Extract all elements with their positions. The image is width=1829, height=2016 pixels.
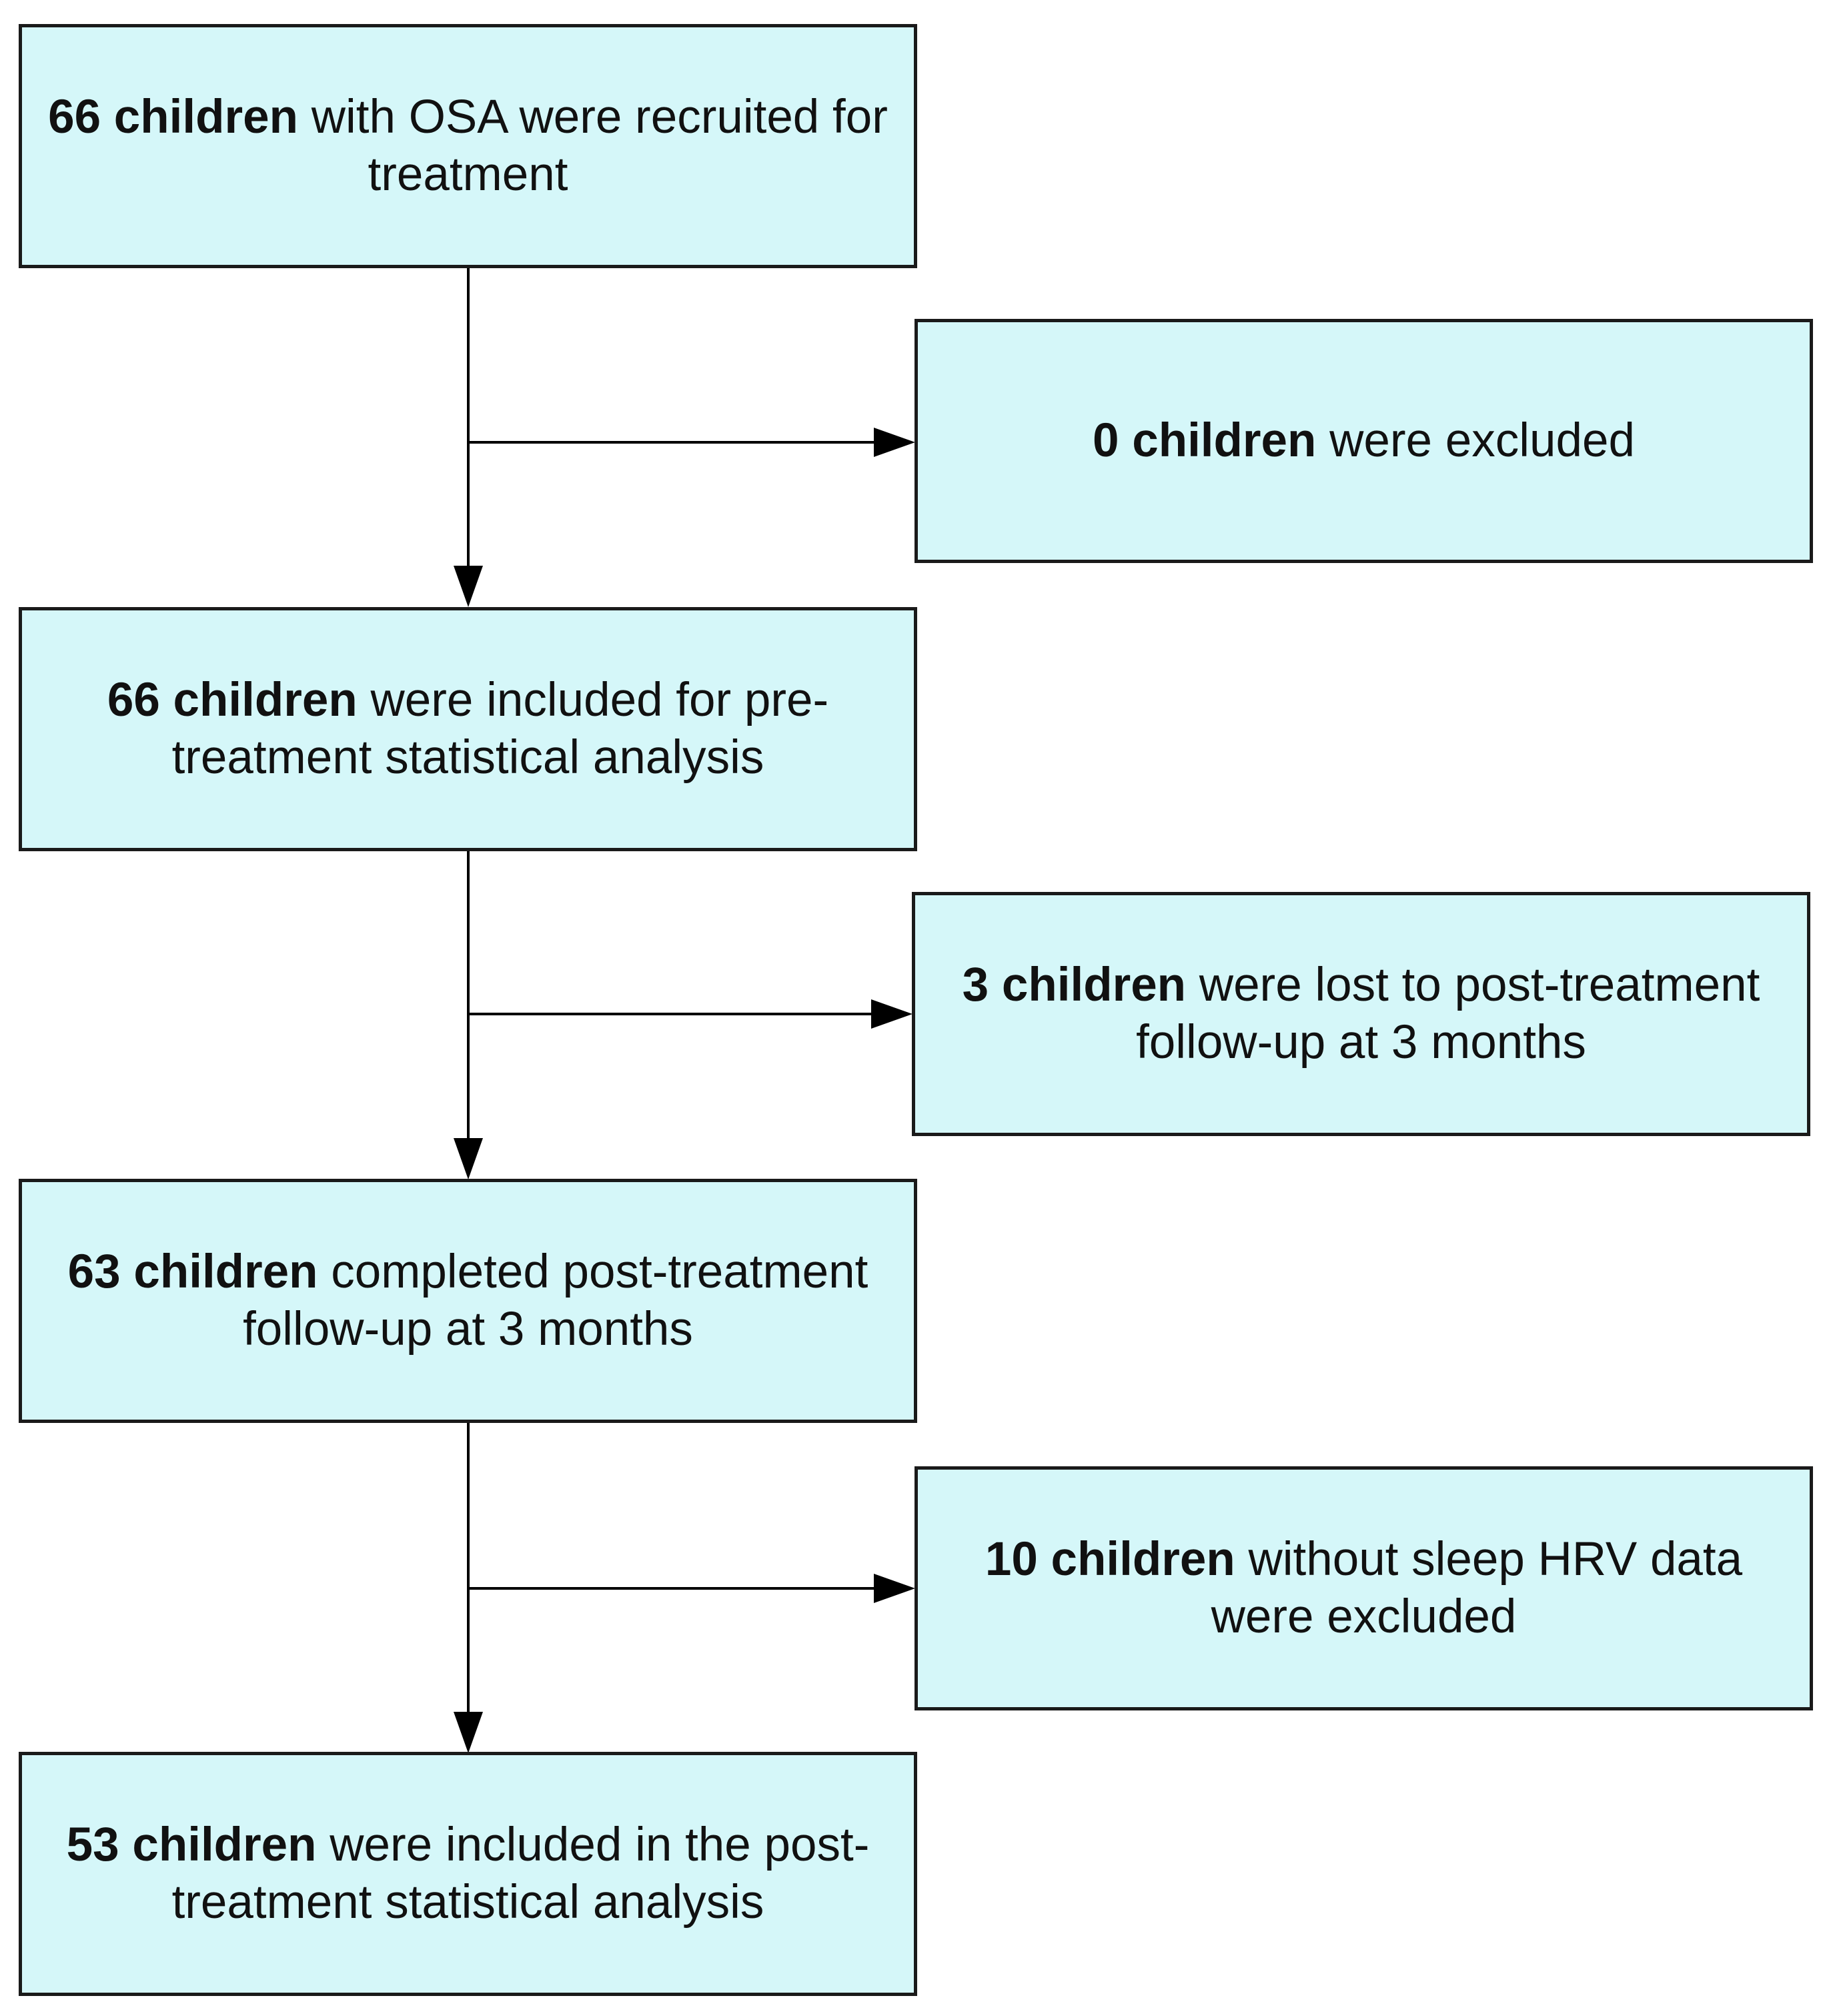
box-excluded-initial-text: were excluded <box>1316 414 1635 467</box>
box-lost-followup-count: 3 children <box>962 959 1187 1011</box>
box-lost-followup-text: were lost to post-treatment follow-up at… <box>1136 959 1760 1069</box>
box-included-pre: 66 children were included for pre-treatm… <box>19 607 917 851</box>
box-lost-followup: 3 children were lost to post-treatment f… <box>912 892 1810 1136</box>
box-recruited-text: with OSA were recruited for treatment <box>297 91 888 201</box>
box-excluded-hrv-count: 10 children <box>985 1533 1235 1586</box>
box-included-post-count: 53 children <box>66 1819 317 1871</box>
box-excluded-hrv: 10 children without sleep HRV data were … <box>914 1466 1813 1710</box>
box-excluded-hrv-text: without sleep HRV data were excluded <box>1211 1533 1743 1643</box>
box-included-post-text: were included in the post-treatment stat… <box>171 1819 870 1929</box>
box-included-post: 53 children were included in the post-tr… <box>19 1752 917 1996</box>
box-completed-followup-count: 63 children <box>67 1245 318 1298</box>
arrowhead-down-1 <box>454 566 483 607</box>
box-recruited: 66 children with OSA were recruited for … <box>19 24 917 268</box>
box-recruited-count: 66 children <box>48 91 298 143</box>
box-included-pre-text: were included for pre-treatment statisti… <box>171 674 829 784</box>
box-completed-followup: 63 children completed post-treatment fol… <box>19 1179 917 1423</box>
arrowhead-right-1 <box>874 428 915 457</box>
box-included-pre-count: 66 children <box>107 674 358 726</box>
box-excluded-initial-count: 0 children <box>1093 414 1317 467</box>
box-completed-followup-text: completed post-treatment follow-up at 3 … <box>243 1245 868 1356</box>
arrowhead-down-2 <box>454 1138 483 1179</box>
arrowhead-right-3 <box>874 1574 915 1603</box>
box-excluded-initial: 0 children were excluded <box>914 319 1813 563</box>
arrowhead-right-2 <box>871 999 912 1029</box>
arrowhead-down-3 <box>454 1712 483 1753</box>
